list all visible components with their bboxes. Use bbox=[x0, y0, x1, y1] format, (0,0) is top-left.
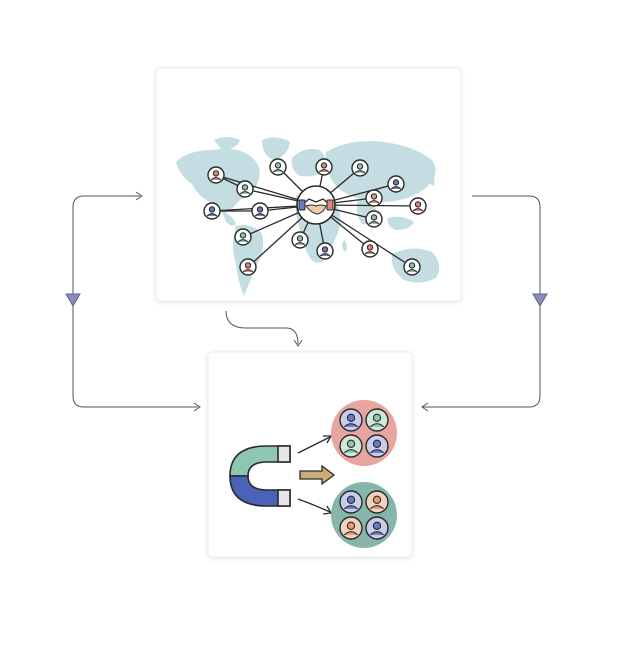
person-icon bbox=[365, 408, 389, 432]
magnet-icon bbox=[229, 445, 291, 507]
left-flow-triangle bbox=[65, 293, 81, 307]
person-icon bbox=[203, 202, 221, 220]
middle-arrowhead bbox=[293, 339, 303, 347]
person-icon bbox=[351, 159, 369, 177]
group-red bbox=[331, 400, 397, 466]
person-icon bbox=[251, 202, 269, 220]
person-icon bbox=[207, 166, 225, 184]
bottom-panel bbox=[207, 351, 413, 558]
person-icon bbox=[361, 240, 379, 258]
right-arrowhead bbox=[421, 402, 429, 412]
group-green bbox=[331, 482, 397, 548]
person-icon bbox=[365, 434, 389, 458]
network-nodes bbox=[203, 158, 427, 276]
person-icon bbox=[236, 180, 254, 198]
middle-connector bbox=[225, 310, 299, 345]
person-icon bbox=[239, 258, 257, 276]
arrow-down-icon bbox=[297, 498, 331, 513]
person-icon bbox=[234, 228, 252, 246]
person-icon bbox=[339, 434, 363, 458]
person-icon bbox=[365, 516, 389, 540]
person-icon bbox=[365, 210, 383, 228]
attraction-arrows bbox=[297, 435, 333, 515]
top-panel bbox=[155, 67, 462, 302]
groups bbox=[331, 400, 397, 548]
person-icon bbox=[316, 242, 334, 260]
left-arrowhead-top bbox=[135, 191, 143, 201]
person-icon bbox=[315, 158, 333, 176]
person-icon bbox=[339, 516, 363, 540]
person-icon bbox=[269, 158, 287, 176]
person-icon bbox=[365, 490, 389, 514]
handshake-icon bbox=[298, 198, 334, 215]
hub bbox=[296, 185, 336, 225]
person-icon bbox=[365, 189, 383, 207]
person-icon bbox=[403, 258, 421, 276]
connectors bbox=[65, 191, 548, 412]
arrow-right-icon bbox=[299, 464, 336, 486]
arrow-up-icon bbox=[297, 436, 331, 454]
left-arrowhead-bottom bbox=[193, 402, 201, 412]
person-icon bbox=[339, 490, 363, 514]
person-icon bbox=[387, 175, 405, 193]
person-icon bbox=[339, 408, 363, 432]
right-flow-triangle bbox=[532, 293, 548, 307]
person-icon bbox=[291, 231, 309, 249]
person-icon bbox=[409, 197, 427, 215]
